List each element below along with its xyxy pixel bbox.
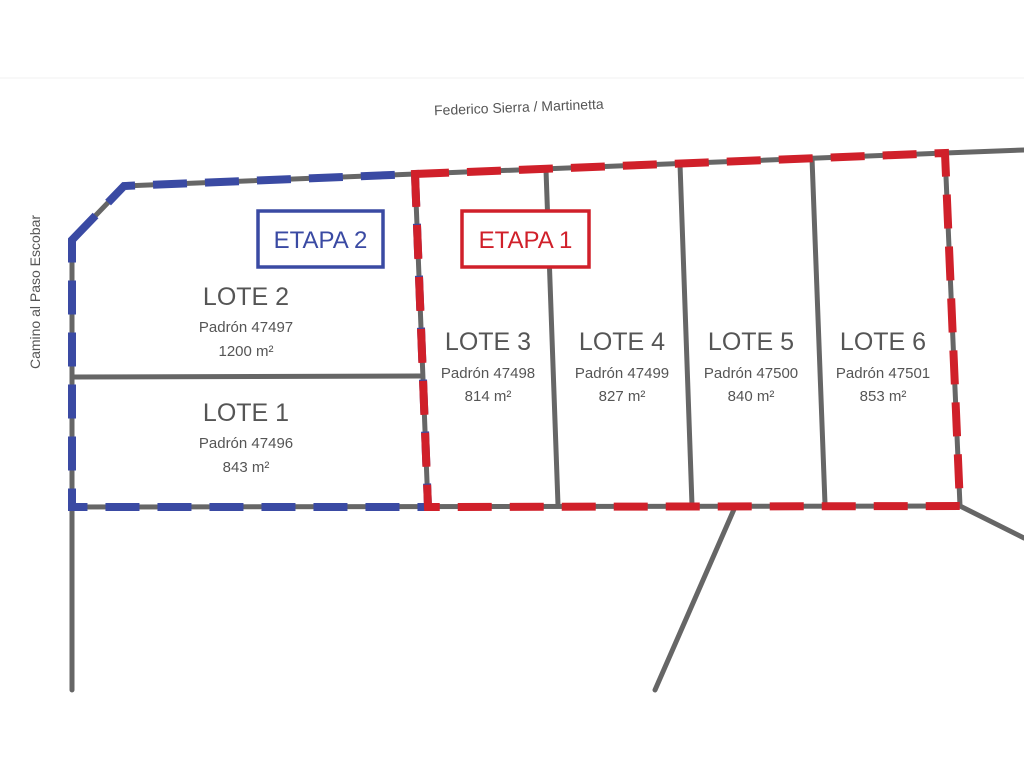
lot-2: LOTE 2 Padrón 47497 1200 m² [199, 283, 293, 360]
lot-name: LOTE 5 [708, 328, 794, 356]
lot-name: LOTE 1 [203, 399, 289, 427]
lot-name: LOTE 2 [203, 283, 289, 311]
stage2-badge-frame [256, 209, 385, 269]
lot5-lot6-divider [809, 155, 828, 507]
lot-name: LOTE 4 [579, 328, 665, 356]
stage1-outline [410, 148, 965, 512]
lot-area: 827 m² [599, 388, 646, 405]
lot4-lot5-divider [677, 161, 695, 508]
lot-padron: Padrón 47499 [575, 365, 669, 382]
lot-1: LOTE 1 Padrón 47496 843 m² [199, 399, 293, 476]
lot-3: LOTE 3 Padrón 47498 814 m² [441, 328, 535, 405]
south-diagonal-line [652, 504, 738, 693]
stage2-label: ETAPA 2 [274, 227, 368, 254]
lot-area: 843 m² [223, 459, 270, 476]
east-diagonal-line [957, 503, 1024, 541]
lot-5: LOTE 5 Padrón 47500 840 m² [704, 328, 798, 405]
stage1-badge-frame [460, 209, 591, 269]
lot1-lot2-divider [69, 373, 423, 380]
lot-4: LOTE 4 Padrón 47499 827 m² [575, 328, 669, 405]
lot-padron: Padrón 47501 [836, 365, 930, 382]
lot-area: 1200 m² [218, 343, 273, 360]
lot-area: 814 m² [465, 388, 512, 405]
stage1-label: ETAPA 1 [479, 227, 573, 254]
lot-padron: Padrón 47497 [199, 319, 293, 336]
lot-padron: Padrón 47498 [441, 365, 535, 382]
lot-area: 853 m² [860, 388, 907, 405]
street-label-left: Camino al Paso Escobar [27, 215, 43, 369]
lot-area: 840 m² [728, 388, 775, 405]
stage1-badge: ETAPA 1 [460, 209, 591, 269]
street-label-top: Federico Sierra / Martinetta [434, 96, 604, 119]
map-background [0, 78, 1024, 690]
lot-padron: Padrón 47496 [199, 435, 293, 452]
lot-6: LOTE 6 Padrón 47501 853 m² [836, 328, 930, 405]
lot-name: LOTE 6 [840, 328, 926, 356]
lot-name: LOTE 3 [445, 328, 531, 356]
stage2-badge: ETAPA 2 [256, 209, 385, 269]
lot-padron: Padrón 47500 [704, 365, 798, 382]
